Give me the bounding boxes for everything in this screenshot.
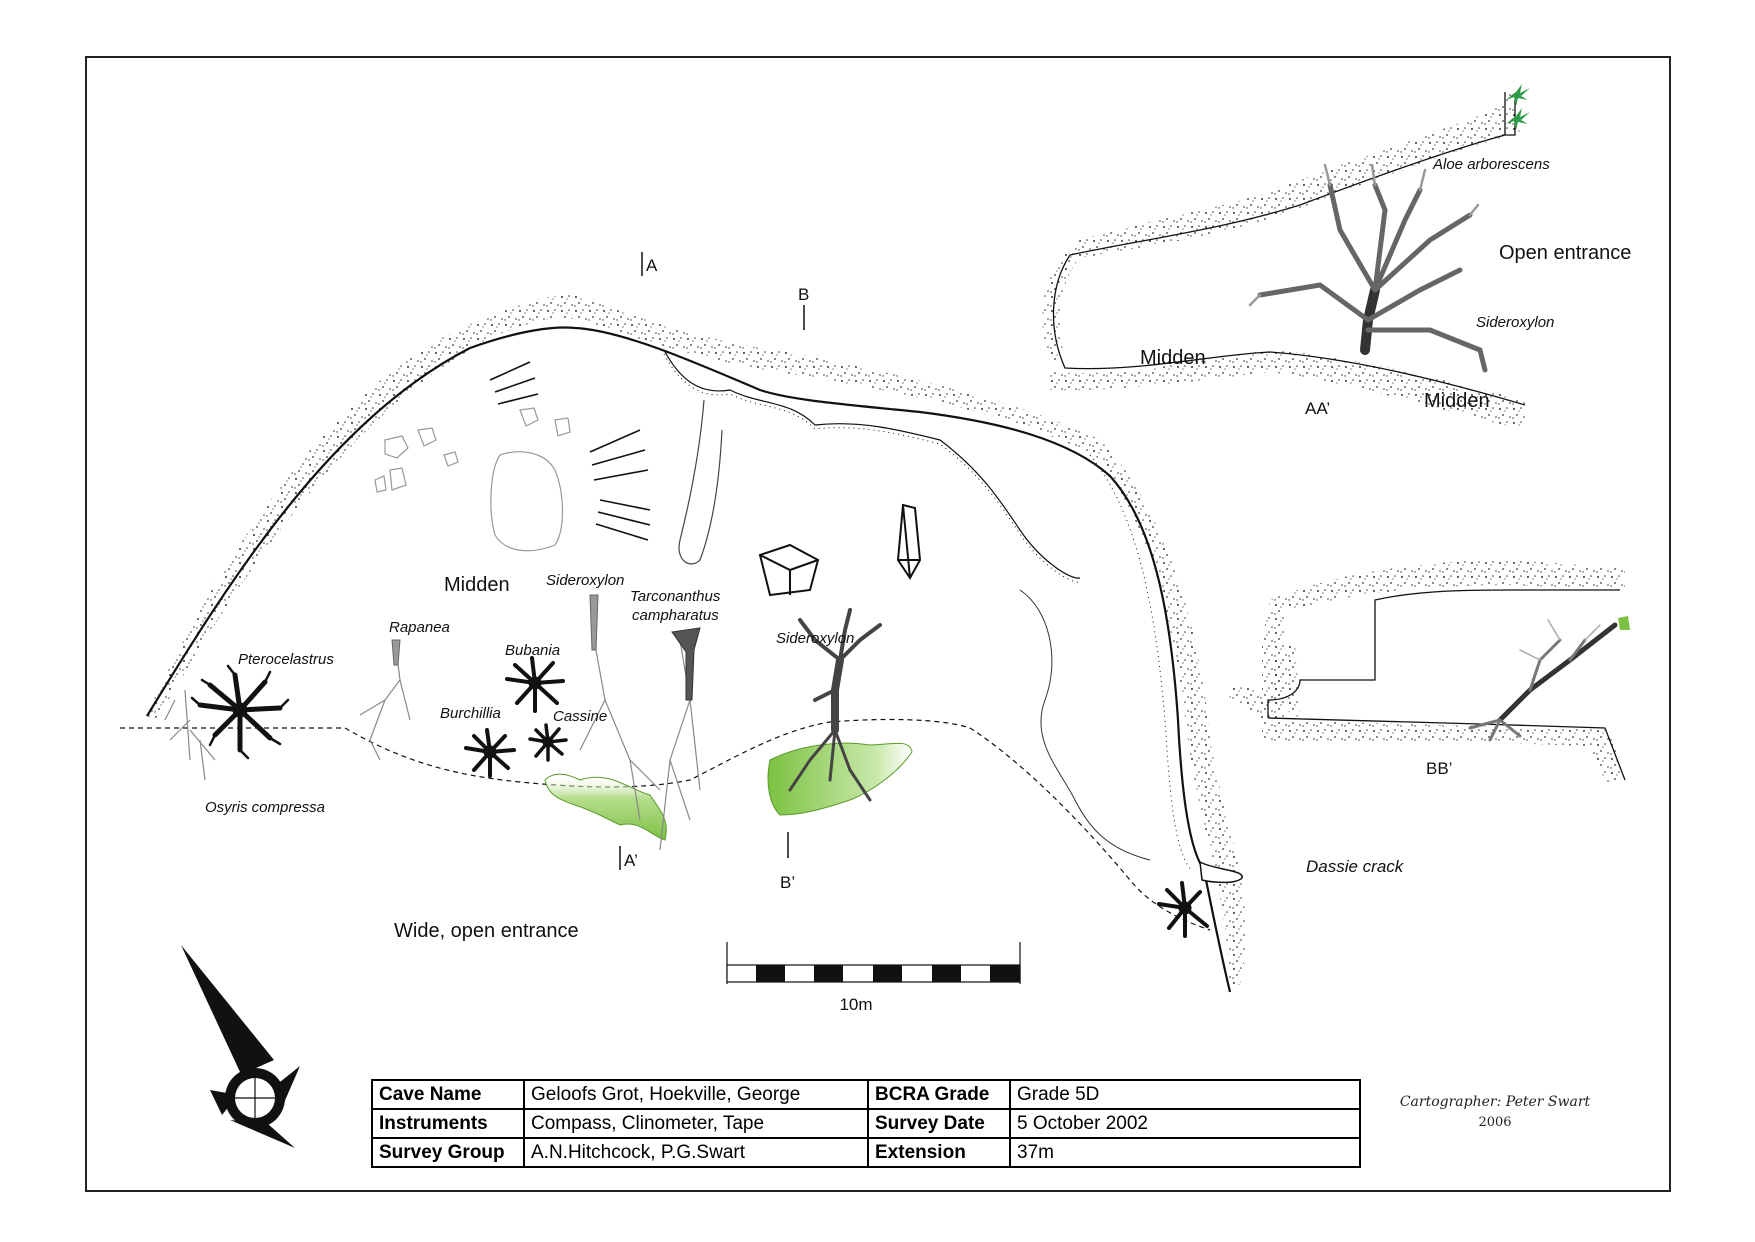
info-row-2: Instruments Compass, Clinometer, Tape Su… — [371, 1108, 1361, 1139]
section-markers — [619, 252, 805, 870]
survey-group-label: Survey Group — [371, 1137, 525, 1168]
bb-stipple-floor — [1262, 720, 1625, 782]
bb-tree — [1468, 619, 1618, 742]
sideroxylon-trunk-1 — [589, 594, 599, 651]
aa-stipple — [1042, 90, 1520, 360]
vegetation-patch-1 — [544, 773, 667, 841]
cartographer-year: 2006 — [1478, 1115, 1511, 1130]
bb-outline — [1267, 589, 1626, 781]
vegetation-patch-2 — [767, 742, 913, 816]
sideroxylon-label-2: Sideroxylon — [776, 630, 854, 647]
cassine-tree — [528, 723, 568, 762]
section-b-label: B — [798, 285, 809, 304]
drip-line — [663, 349, 1081, 579]
tarconanthus-label-1: Tarconanthus — [630, 588, 721, 605]
tarconanthus-label-2: campharatus — [632, 607, 719, 624]
burchillia-label: Burchillia — [440, 705, 501, 722]
open-entrance-label: Open entrance — [1499, 242, 1631, 264]
dripline-dashed — [120, 718, 1211, 931]
burchillia-tree — [464, 728, 516, 778]
wide-entrance-label: Wide, open entrance — [394, 920, 579, 942]
bb-stipple-left — [1268, 640, 1300, 718]
section-a-prime-label: A’ — [624, 851, 638, 870]
bcra-grade-value: Grade 5D — [1009, 1079, 1361, 1110]
inner-passage — [678, 399, 723, 565]
crystal-symbols — [758, 503, 922, 597]
bubania-label: Bubania — [505, 642, 560, 659]
tree-symbols — [190, 656, 1209, 938]
survey-group-value: A.N.Hitchcock, P.G.Swart — [523, 1137, 869, 1168]
north-arrow — [181, 945, 300, 1148]
bcra-grade-label: BCRA Grade — [867, 1079, 1011, 1110]
north-arrow-needle — [181, 945, 274, 1072]
dassie-crack-outline — [1199, 860, 1243, 884]
bb-stipple-top — [1225, 560, 1625, 718]
scale-label: 10m — [839, 995, 872, 1014]
pterocelastrus-tree — [190, 664, 290, 760]
cave-name-value: Geloofs Grot, Hoekville, George — [523, 1079, 869, 1110]
dassie-crack-label: Dassie crack — [1306, 857, 1405, 876]
aa-floor-stipple — [1050, 350, 1525, 430]
cartographer-label: Cartographer: Peter Swart — [1400, 1094, 1591, 1110]
osyris-label: Osyris compressa — [205, 799, 325, 816]
cave-outer-wall — [146, 326, 1232, 993]
bubania-tree — [505, 656, 565, 713]
extension-label: Extension — [867, 1137, 1011, 1168]
right-inner-outline — [1019, 589, 1151, 861]
scale-bar — [726, 942, 1021, 984]
cassine-label: Cassine — [553, 708, 607, 725]
tarconanthus-trunk — [671, 627, 701, 701]
instruments-label: Instruments — [371, 1108, 525, 1139]
aa-midden-left-label: Midden — [1140, 347, 1206, 369]
aa-midden-right-label: Midden — [1424, 390, 1490, 412]
slope-lines — [489, 361, 651, 541]
aloe-icons — [1506, 84, 1530, 130]
rapanea-label: Rapanea — [389, 619, 450, 636]
midden-label: Midden — [444, 574, 510, 596]
map-frame — [85, 56, 1671, 1192]
extension-value: 37m — [1009, 1137, 1361, 1168]
info-row-1: Cave Name Geloofs Grot, Hoekville, Georg… — [371, 1079, 1361, 1110]
survey-info-table: Cave Name Geloofs Grot, Hoekville, Georg… — [371, 1079, 1361, 1168]
main-plan: A B A’ B’ Midden Wide, open entrance Das… — [120, 252, 1405, 1014]
rapanea-trunk — [391, 639, 401, 666]
info-row-3: Survey Group A.N.Hitchcock, P.G.Swart Ex… — [371, 1137, 1361, 1168]
rubble-blocks — [374, 407, 571, 552]
pterocelastrus-label: Pterocelastrus — [238, 651, 334, 668]
sideroxylon-tree-2 — [788, 608, 882, 802]
bb-name-label: BB’ — [1426, 759, 1452, 778]
cave-name-label: Cave Name — [371, 1079, 525, 1110]
drip-line-ticks — [663, 353, 1081, 583]
aa-name-label: AA’ — [1305, 399, 1330, 418]
dassie-tree — [1157, 881, 1209, 938]
survey-date-value: 5 October 2002 — [1009, 1108, 1361, 1139]
section-bb: BB’ — [1225, 560, 1630, 782]
section-a-label: A — [646, 256, 658, 275]
section-aa: Aloe arborescens Open entrance Sideroxyl… — [1042, 84, 1631, 430]
survey-date-label: Survey Date — [867, 1108, 1011, 1139]
sideroxylon-label-1: Sideroxylon — [546, 572, 624, 589]
aloe-label: Aloe arborescens — [1432, 156, 1550, 173]
aa-sideroxylon-label: Sideroxylon — [1476, 314, 1554, 331]
aa-sideroxylon-tree — [1248, 163, 1488, 373]
bb-green-tip — [1618, 616, 1630, 630]
instruments-value: Compass, Clinometer, Tape — [523, 1108, 869, 1139]
section-b-prime-label: B’ — [780, 873, 795, 892]
